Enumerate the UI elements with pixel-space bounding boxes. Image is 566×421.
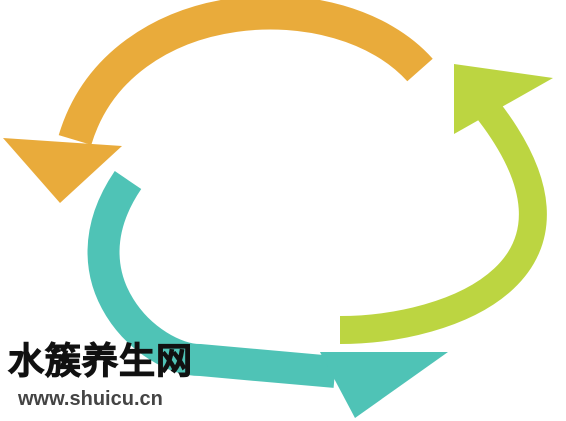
green-arrow-head [454,64,553,134]
watermark: 水簇养生网 www.shuicu.cn [7,340,208,415]
orange-arrow-shaft [58,0,433,146]
green-arrow [339,64,553,344]
teal-arrow-head [320,352,448,418]
green-arrow-shaft [339,91,547,344]
watermark-url: www.shuicu.cn [18,388,163,410]
orange-arrow [3,0,433,203]
teal-arrow [87,171,448,418]
watermark-title: 水簇养生网 [7,341,194,383]
orange-arrow-head [3,138,122,203]
teal-arrow-shaft [87,171,337,388]
